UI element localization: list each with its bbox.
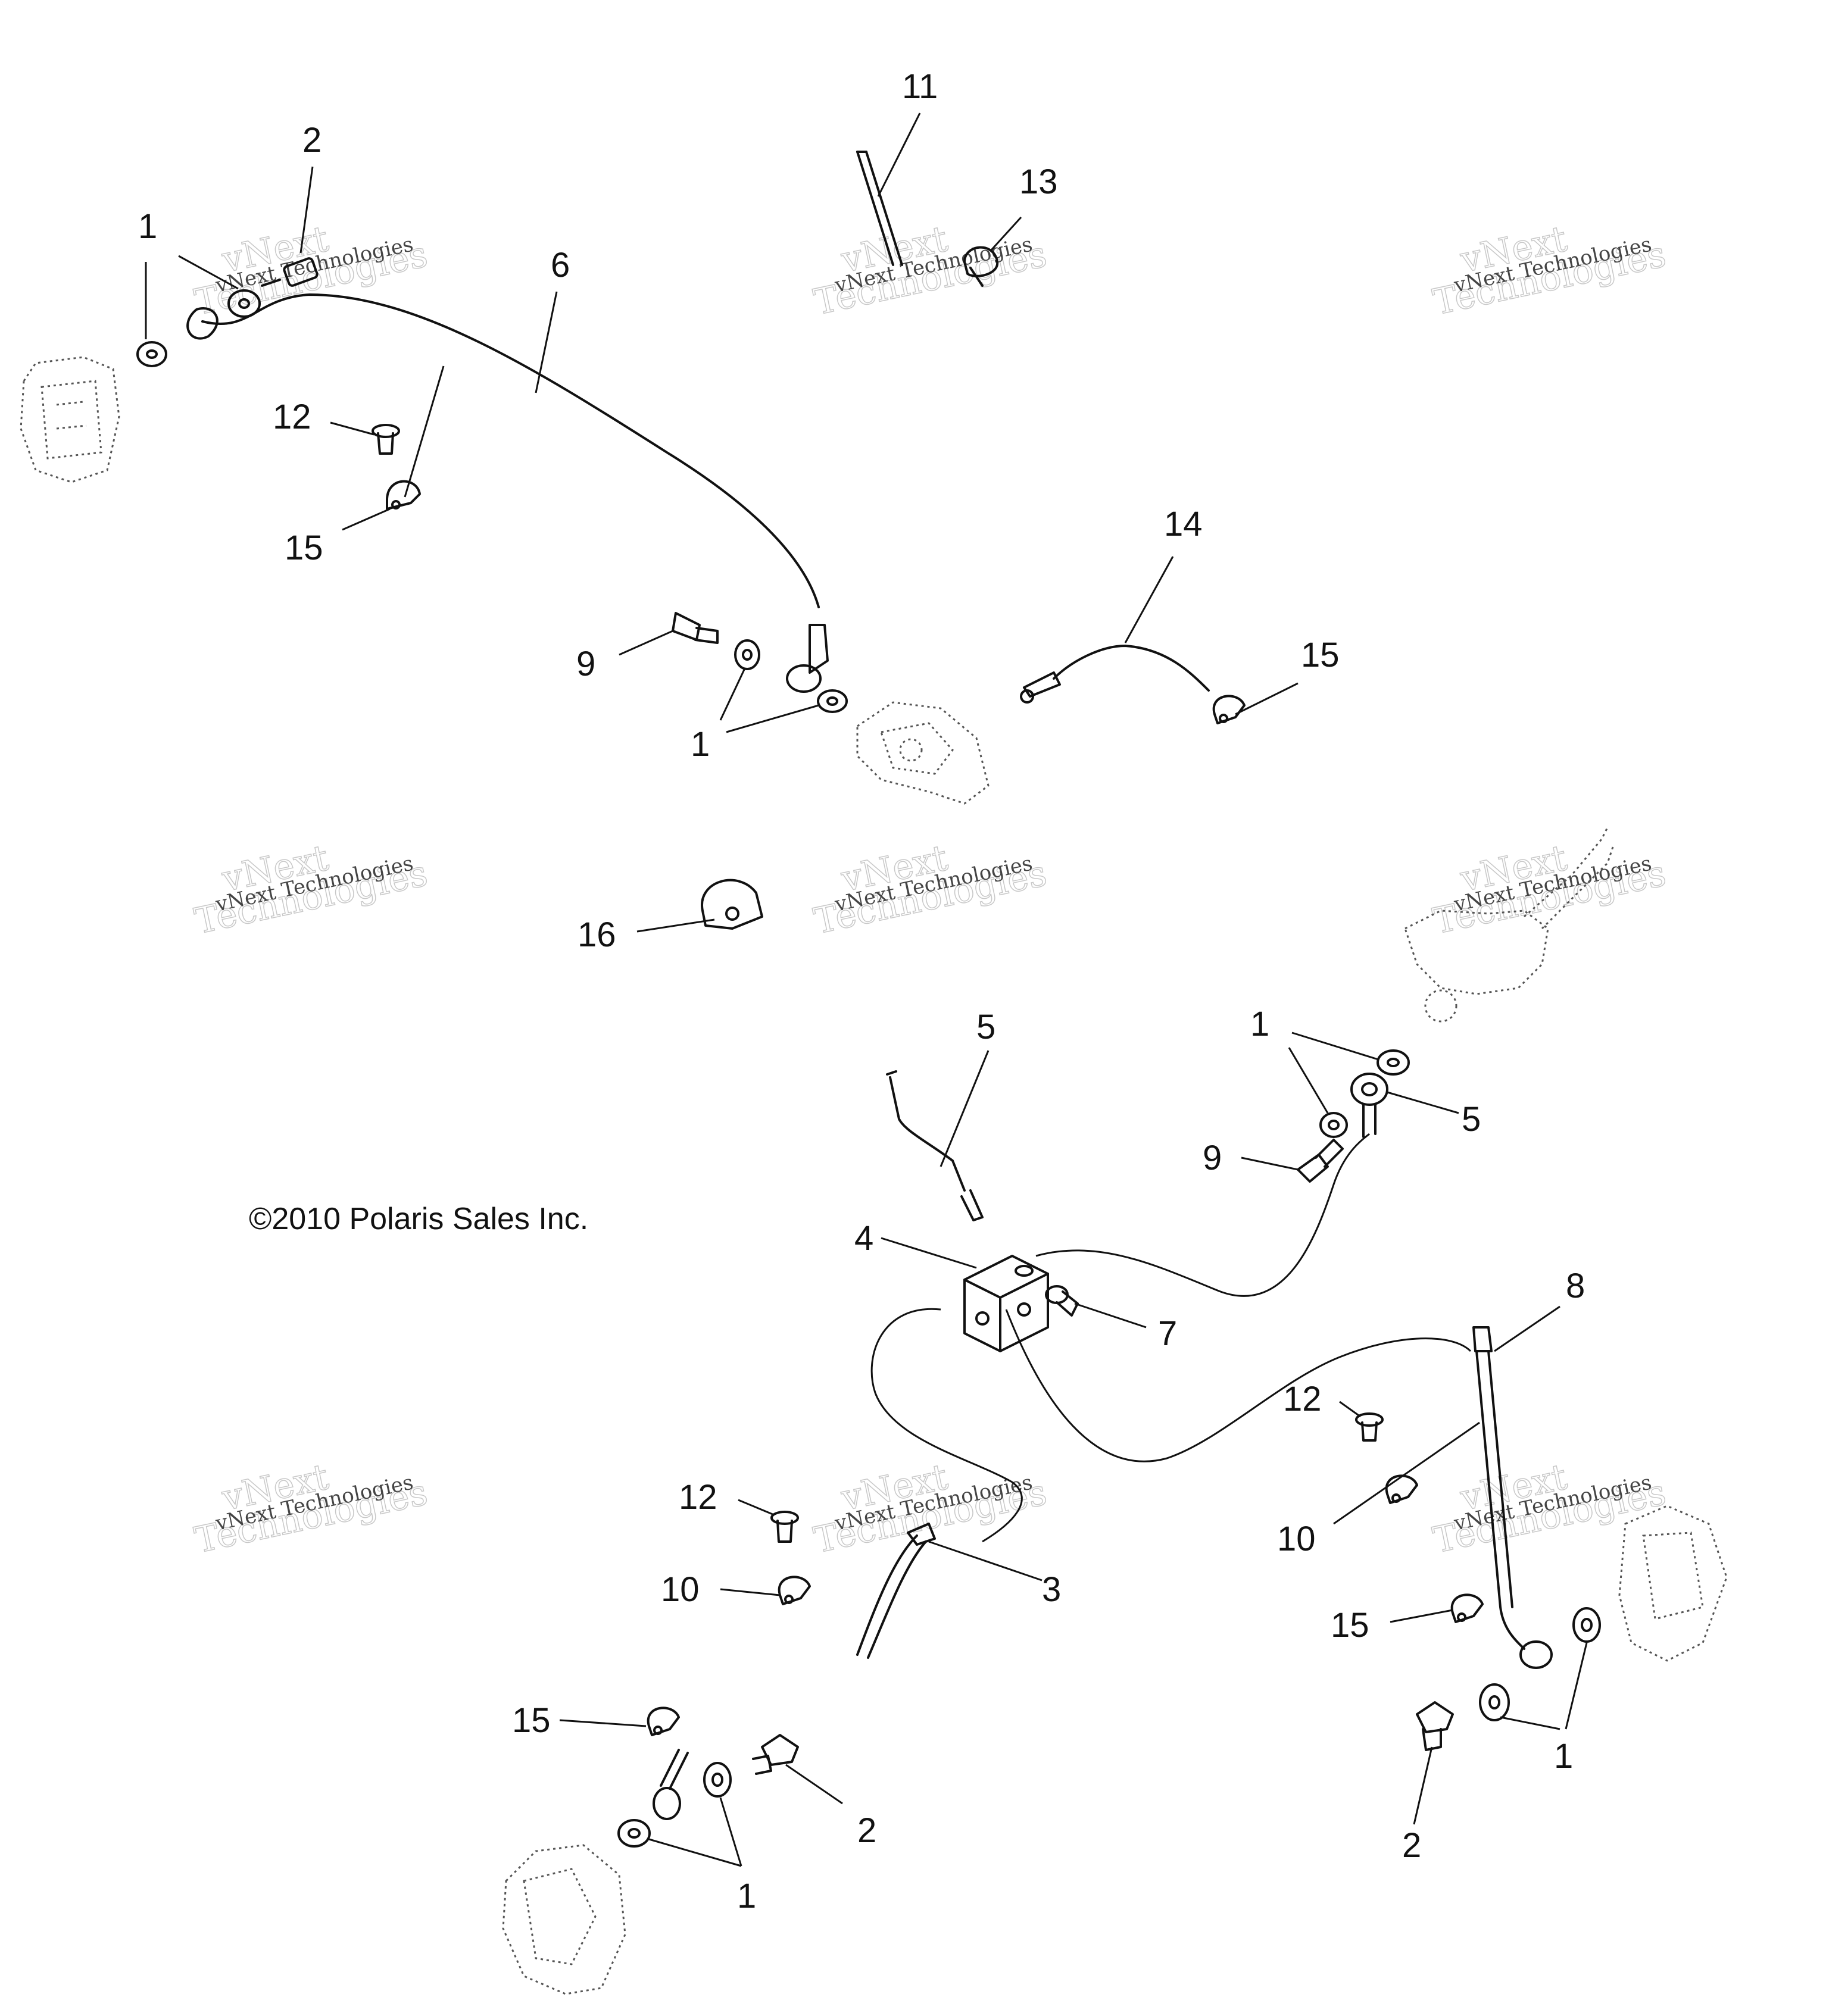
washer-1-d bbox=[817, 689, 848, 713]
callout-9: 9 bbox=[576, 645, 595, 683]
brake-line-4-to-3 bbox=[870, 1308, 1023, 1543]
callout-7: 7 bbox=[1158, 1314, 1177, 1353]
hose-5-left bbox=[886, 1070, 984, 1221]
callout-9: 9 bbox=[1203, 1139, 1222, 1177]
callout-2: 2 bbox=[1402, 1826, 1421, 1865]
washer-1-c bbox=[734, 639, 760, 670]
copyright-notice: ©2010 Polaris Sales Inc. bbox=[249, 1202, 588, 1236]
callout-1: 1 bbox=[1250, 1005, 1269, 1043]
screw-12-right bbox=[1355, 1412, 1384, 1442]
brake-line-4-to-5-right bbox=[1035, 1133, 1371, 1297]
leader-lines bbox=[145, 112, 1588, 1867]
callout-1: 1 bbox=[1554, 1737, 1573, 1776]
callout-1: 1 bbox=[138, 207, 157, 246]
washer-hole bbox=[711, 1773, 723, 1787]
washer-1-h bbox=[1479, 1683, 1510, 1721]
watermark-top-center: vNext Technologies vNext Technologies bbox=[810, 218, 1050, 324]
callout-15: 15 bbox=[1301, 636, 1340, 674]
washer-1-j bbox=[617, 1819, 651, 1848]
clamp-10-right bbox=[1385, 1474, 1418, 1504]
washer-hole bbox=[238, 298, 250, 309]
clamp-part-16 bbox=[701, 879, 763, 930]
caliper-bottom-left bbox=[502, 1844, 626, 1995]
banjo-fitting-6-top bbox=[186, 307, 219, 340]
callout-5: 5 bbox=[1462, 1100, 1481, 1139]
banjo-6-bottom bbox=[786, 664, 822, 693]
clamp-15-right-top bbox=[1212, 695, 1246, 724]
brake-line-4-to-8 bbox=[1005, 1309, 1472, 1462]
callout-16: 16 bbox=[578, 915, 616, 954]
hose-part-3 bbox=[856, 1523, 936, 1659]
banjo-bolt-9-right bbox=[1297, 1139, 1344, 1183]
banjo-bolt-2-right bbox=[1416, 1701, 1454, 1751]
clamp-15-top bbox=[386, 480, 421, 510]
callout-8: 8 bbox=[1566, 1267, 1585, 1305]
washer-hole bbox=[1488, 1695, 1500, 1709]
caliper-bottom-right bbox=[1618, 1505, 1728, 1662]
clamp-10-left bbox=[778, 1576, 811, 1605]
callout-15: 15 bbox=[1331, 1606, 1369, 1645]
washer-1-i bbox=[703, 1762, 732, 1798]
watermark-mid-center: vNext Technologies vNext Technologies bbox=[810, 837, 1050, 943]
watermark-bottom-left: vNext Technologies vNext Technologies bbox=[191, 1456, 431, 1562]
washer-hole bbox=[826, 696, 838, 706]
fitting-14-end bbox=[1020, 671, 1061, 704]
watermark-top-left: vNext Technologies vNext Technologies bbox=[191, 218, 431, 324]
watermark-bottom-center: vNext Technologies vNext Technologies bbox=[810, 1456, 1050, 1562]
screw-12-lower-left bbox=[770, 1511, 799, 1543]
callout-12: 12 bbox=[1283, 1380, 1322, 1418]
washer-hole bbox=[146, 349, 158, 359]
bleeder-part-7 bbox=[1045, 1285, 1079, 1317]
banjo-bolt-2-top bbox=[261, 257, 319, 287]
washer-1-g bbox=[1572, 1607, 1601, 1643]
callout-2: 2 bbox=[857, 1811, 876, 1850]
clip-part-13 bbox=[963, 246, 999, 287]
caliper-top-left bbox=[20, 356, 120, 483]
watermark-bottom-right: vNext Technologies vNext Technologies bbox=[1429, 1456, 1669, 1562]
washer-1-b bbox=[227, 289, 261, 318]
callout-1: 1 bbox=[691, 725, 710, 764]
callout-4: 4 bbox=[854, 1219, 873, 1258]
screw-12-top bbox=[372, 424, 400, 455]
fitting-6-bottom bbox=[809, 624, 829, 674]
banjo-lower-left bbox=[653, 1749, 689, 1820]
callout-15: 15 bbox=[512, 1701, 551, 1740]
master-cylinder-center bbox=[856, 701, 990, 805]
washer-hole bbox=[1581, 1618, 1593, 1632]
banjo-5-right bbox=[1350, 1073, 1388, 1138]
hose-part-6 bbox=[201, 293, 820, 608]
distribution-block-part-4 bbox=[963, 1255, 1049, 1352]
callout-13: 13 bbox=[1019, 162, 1058, 201]
callout-12: 12 bbox=[679, 1478, 717, 1517]
clamp-15-left-lower bbox=[647, 1706, 680, 1736]
clamp-15-right-lower bbox=[1450, 1593, 1484, 1623]
washer-hole bbox=[628, 1828, 641, 1839]
callout-10: 10 bbox=[661, 1570, 700, 1609]
callout-11: 11 bbox=[902, 67, 938, 106]
callout-2: 2 bbox=[302, 121, 322, 160]
callout-14: 14 bbox=[1164, 505, 1203, 543]
watermark-mid-left: vNext Technologies vNext Technologies bbox=[191, 837, 431, 943]
callout-15: 15 bbox=[285, 529, 323, 567]
washer-1-f bbox=[1319, 1112, 1348, 1138]
hose-part-14 bbox=[1053, 645, 1210, 692]
washer-1-e bbox=[1377, 1049, 1410, 1076]
callout-6: 6 bbox=[551, 246, 570, 285]
callout-1: 1 bbox=[737, 1877, 756, 1915]
washer-hole bbox=[1387, 1058, 1400, 1067]
banjo-bolt-2-lower-left bbox=[752, 1734, 799, 1775]
hand-brake-lever-master-cylinder bbox=[1404, 827, 1615, 1023]
callout-5: 5 bbox=[976, 1008, 995, 1046]
washer-hole bbox=[742, 649, 753, 661]
callout-3: 3 bbox=[1042, 1570, 1061, 1609]
washer-1-a bbox=[136, 341, 167, 367]
callout-10: 10 bbox=[1277, 1520, 1316, 1558]
rod-part-11 bbox=[856, 151, 903, 266]
washer-hole bbox=[1328, 1120, 1340, 1130]
banjo-bolt-9-top bbox=[672, 612, 719, 644]
hose-part-8 bbox=[1472, 1326, 1553, 1669]
callout-12: 12 bbox=[273, 398, 311, 436]
watermark-top-right: vNext Technologies vNext Technologies bbox=[1429, 218, 1669, 324]
